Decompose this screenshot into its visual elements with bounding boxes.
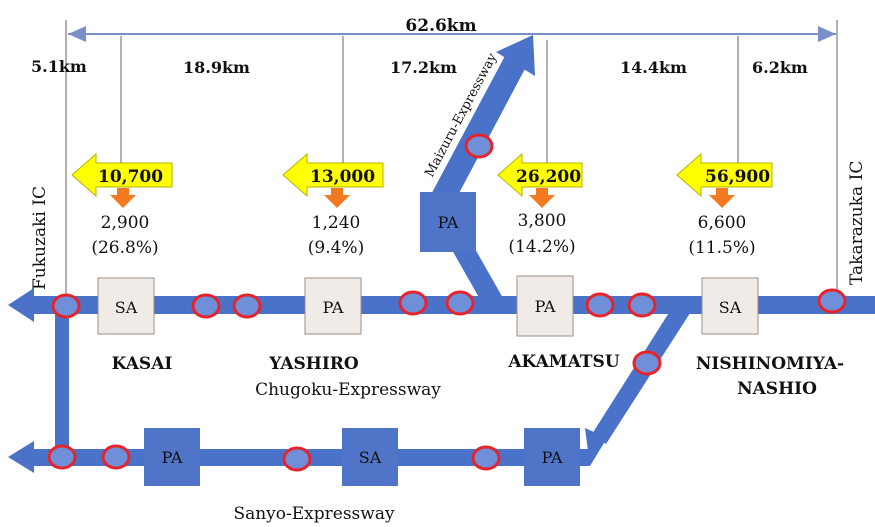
- traffic-arrows: 10,700 13,000 26,200 56,900: [71, 152, 773, 198]
- nishinomiya-traffic-arrow: [676, 152, 773, 198]
- akamatsu-down-arrow: [529, 188, 555, 208]
- sensor-markers: [47, 133, 847, 472]
- akamatsu-name: AKAMATSU: [507, 352, 619, 372]
- yashiro-count: 1,240: [312, 213, 361, 233]
- sensor-marker: [47, 444, 77, 470]
- akamatsu-traffic-arrow: [497, 152, 583, 198]
- kasai-traffic-arrow: [71, 152, 173, 198]
- sensor-marker: [445, 290, 475, 316]
- kasai-sa-label: SA: [115, 298, 138, 317]
- sensor-marker: [282, 446, 312, 472]
- kasai-count: 2,900: [101, 213, 150, 233]
- sensor-marker: [51, 293, 81, 319]
- kasai-sa-box: [97, 277, 155, 335]
- yashiro-pa-label: PA: [323, 298, 344, 317]
- segment-distance: 14.4km: [620, 58, 687, 77]
- total-distance: 62.6km: [405, 16, 476, 36]
- sensor-marker: [585, 292, 615, 318]
- yashiro-traffic-value: 13,000: [310, 167, 375, 187]
- akamatsu-pa-box: [516, 275, 574, 337]
- sanyo-pa-box-1: [144, 428, 200, 486]
- sanyo-sa-label: SA: [359, 448, 382, 467]
- sensor-marker: [191, 293, 221, 319]
- fukuzaki-ic-label: Fukuzaki IC: [30, 186, 50, 290]
- distance-labels: 62.6km 5.1km 18.9km 17.2km 14.4km 6.2km: [31, 16, 808, 77]
- sanyo-pa-label-2: PA: [542, 448, 563, 467]
- sanyo-road-label: Sanyo-Expressway: [233, 504, 395, 524]
- takarazuka-ic-label: Takarazuka IC: [847, 161, 867, 285]
- maizuru-pa-box: [420, 192, 476, 252]
- kasai-pct: (26.8%): [91, 238, 158, 258]
- sensor-marker: [627, 292, 657, 318]
- nishinomiya-name-line2: NASHIO: [737, 379, 817, 399]
- nishinomiya-down-arrow: [709, 188, 735, 208]
- yashiro-pa-box: [304, 277, 362, 335]
- sensor-marker: [398, 290, 428, 316]
- yashiro-name: YASHIRO: [268, 354, 359, 374]
- connector-road: [585, 300, 692, 466]
- sanyo-sa-box: [342, 428, 398, 486]
- nishinomiya-count: 6,600: [698, 213, 747, 233]
- area-names: KASAI YASHIRO AKAMATSU NISHINOMIYA- NASH…: [112, 352, 844, 399]
- sensor-marker: [632, 350, 662, 376]
- segment-distance: 6.2km: [752, 58, 808, 77]
- nishinomiya-traffic-value: 56,900: [705, 167, 770, 187]
- segment-distance: 18.9km: [183, 58, 250, 77]
- kasai-name: KASAI: [112, 354, 173, 374]
- sensor-marker: [471, 445, 501, 471]
- sanyo-pa-label-1: PA: [162, 448, 183, 467]
- maizuru-pa-label: PA: [438, 213, 459, 232]
- entry-arrows: [110, 188, 735, 208]
- akamatsu-traffic-value: 26,200: [516, 167, 581, 187]
- akamatsu-pct: (14.2%): [508, 237, 575, 257]
- kasai-traffic-value: 10,700: [98, 167, 163, 187]
- kasai-down-arrow: [110, 188, 136, 208]
- yashiro-traffic-arrow: [282, 152, 384, 198]
- sensor-marker: [464, 133, 494, 159]
- chugoku-road-label: Chugoku-Expressway: [255, 380, 441, 400]
- akamatsu-pa-label: PA: [535, 297, 556, 316]
- distance-ticks: [65, 20, 838, 300]
- yashiro-down-arrow: [324, 188, 350, 208]
- nishinomiya-name-line1: NISHINOMIYA-: [696, 354, 844, 374]
- nishinomiya-pct: (11.5%): [688, 238, 755, 258]
- sensor-marker: [101, 444, 131, 470]
- entry-stats: 2,900 (26.8%) 1,240 (9.4%) 3,800 (14.2%)…: [91, 211, 755, 258]
- sanyo-pa-box-2: [524, 428, 580, 486]
- segment-distance: 5.1km: [31, 57, 87, 76]
- link-road: [55, 305, 69, 463]
- akamatsu-count: 3,800: [518, 211, 567, 231]
- sensor-marker: [817, 288, 847, 314]
- nishinomiya-sa-box: [701, 277, 759, 335]
- segment-distance: 17.2km: [390, 58, 457, 77]
- nishinomiya-sa-label: SA: [719, 298, 742, 317]
- area-boxes: SA PA PA PA SA PA SA PA: [97, 192, 759, 486]
- sensor-marker: [232, 293, 262, 319]
- yashiro-pct: (9.4%): [308, 238, 364, 258]
